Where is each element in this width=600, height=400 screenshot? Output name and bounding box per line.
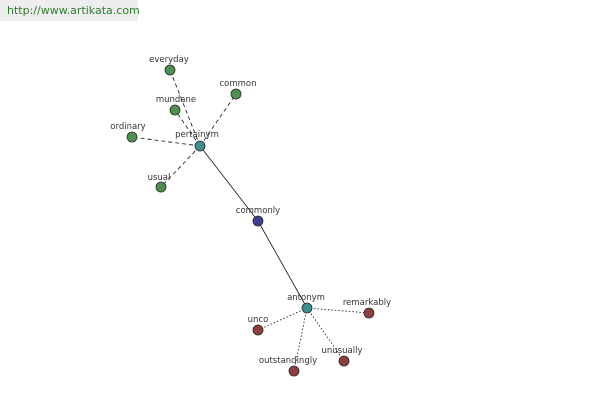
edge-commonly-pertainym [199, 145, 259, 222]
node-mundane[interactable] [169, 104, 181, 116]
label-antonym: antonym [287, 293, 325, 303]
label-remarkably: remarkably [343, 298, 391, 308]
edge-pertainym-usual [160, 145, 201, 188]
label-outstandingly: outstandingly [259, 356, 317, 366]
label-unco: unco [248, 315, 269, 325]
edge-pertainym-mundane [174, 109, 201, 147]
node-commonly[interactable] [252, 215, 264, 227]
site-url-link[interactable]: http://www.artikata.com [7, 4, 140, 17]
edge-antonym-remarkably [306, 307, 370, 314]
node-remarkably[interactable] [363, 307, 375, 319]
label-everyday: everyday [149, 55, 189, 65]
edge-commonly-antonym [257, 220, 308, 309]
edge-pertainym-ordinary [131, 136, 201, 147]
node-pertainym[interactable] [194, 140, 206, 152]
node-antonym[interactable] [301, 302, 313, 314]
node-outstandingly[interactable] [288, 365, 300, 377]
label-mundane: mundane [156, 95, 196, 105]
label-ordinary: ordinary [110, 122, 145, 132]
node-everyday[interactable] [164, 64, 176, 76]
url-banner: http://www.artikata.com [0, 0, 140, 21]
label-unusually: unusually [322, 346, 363, 356]
node-common[interactable] [230, 88, 242, 100]
label-commonly: commonly [236, 206, 280, 216]
node-unco[interactable] [252, 324, 264, 336]
edge-antonym-outstandingly [293, 307, 308, 372]
node-unusually[interactable] [338, 355, 350, 367]
edge-pertainym-common [199, 93, 237, 147]
label-common: common [219, 79, 256, 89]
label-pertainym: pertainym [175, 130, 219, 140]
node-ordinary[interactable] [126, 131, 138, 143]
label-usual: usual [148, 173, 171, 183]
edge-antonym-unusually [306, 307, 345, 362]
node-usual[interactable] [155, 181, 167, 193]
